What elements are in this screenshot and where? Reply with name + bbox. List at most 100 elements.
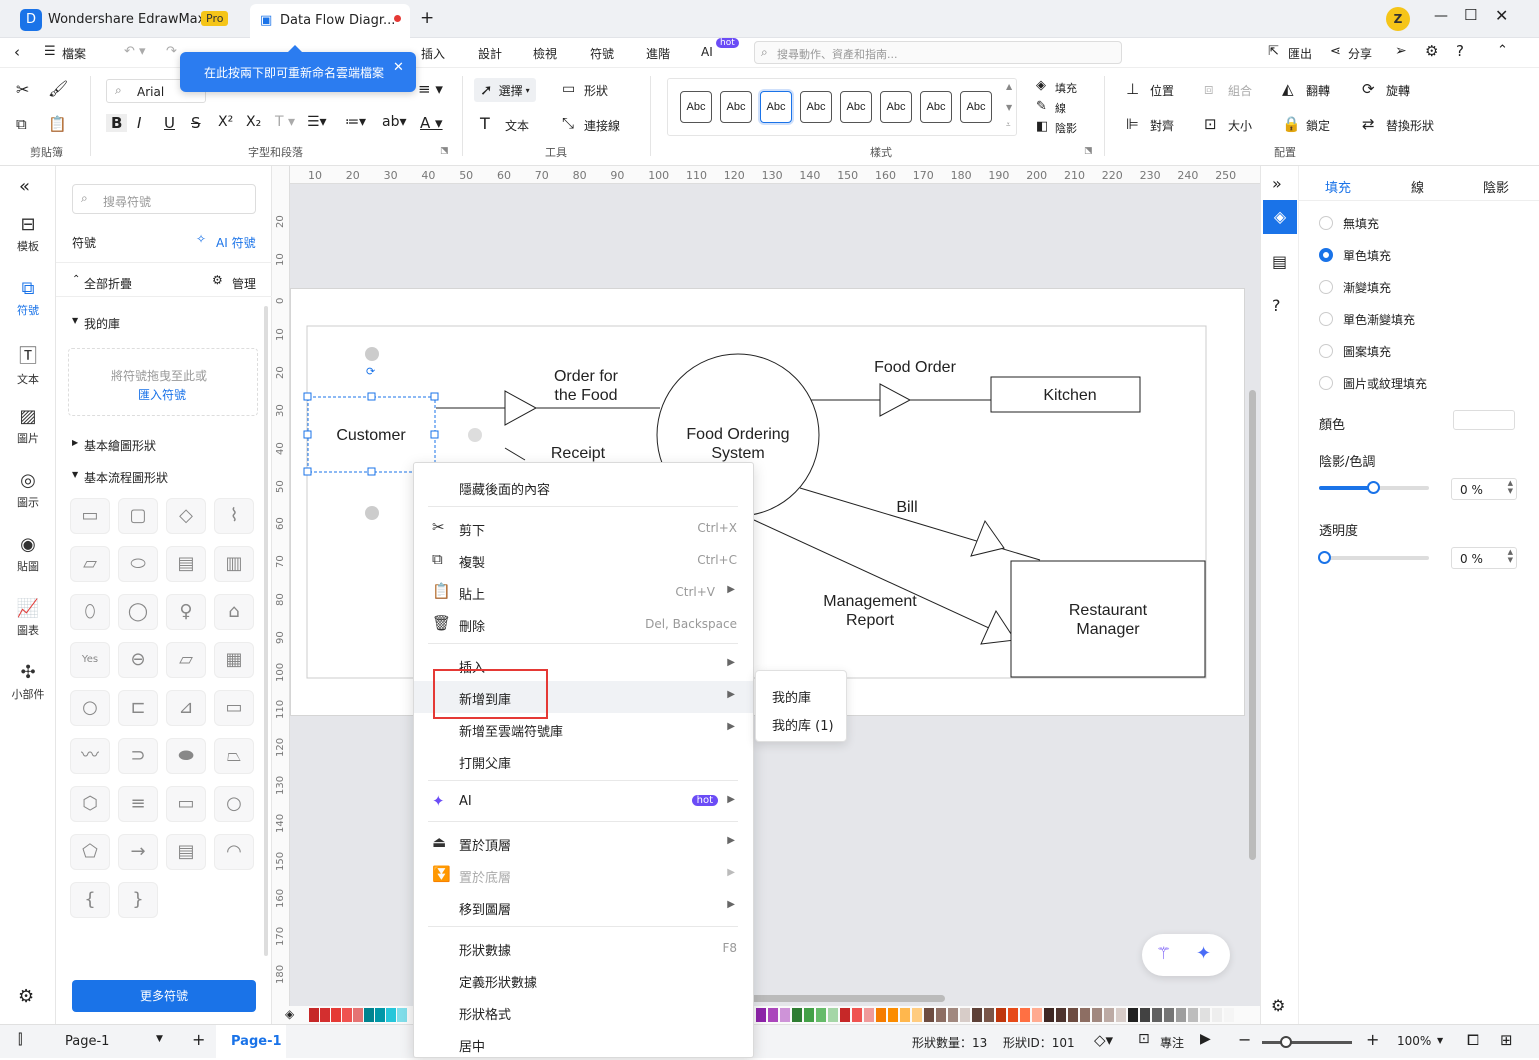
- tint-slider-thumb[interactable]: [1367, 481, 1380, 494]
- tab-line[interactable]: 線: [1411, 181, 1425, 196]
- flowchart-shape-thumbnail[interactable]: ▥: [214, 546, 254, 582]
- advanced-menu[interactable]: 進階: [646, 47, 671, 61]
- flowchart-shape-thumbnail[interactable]: ▦: [214, 642, 254, 678]
- color-swatch[interactable]: [342, 1008, 352, 1022]
- zoom-slider[interactable]: [1262, 1036, 1352, 1048]
- style-swatch[interactable]: Abc: [960, 91, 992, 123]
- kitchen-entity[interactable]: [990, 376, 1141, 413]
- undo-icon[interactable]: ↶ ▾: [124, 44, 146, 59]
- color-swatch[interactable]: [804, 1008, 814, 1022]
- caret-down-icon[interactable]: ▼: [72, 470, 79, 479]
- flowchart-shape-thumbnail[interactable]: ▭: [166, 786, 206, 822]
- shadow-icon[interactable]: ◧: [1036, 119, 1049, 134]
- fill-option-radio[interactable]: [1319, 216, 1333, 230]
- canvas-horizontal-scrollbar[interactable]: [720, 995, 945, 1002]
- flip-icon[interactable]: ◭: [1282, 80, 1294, 98]
- fill-bucket-icon[interactable]: ◈: [1036, 78, 1046, 93]
- flowchart-shape-thumbnail[interactable]: ⊿: [166, 690, 206, 726]
- manage-button[interactable]: 管理: [232, 277, 257, 291]
- color-swatch[interactable]: [924, 1008, 934, 1022]
- style-swatch[interactable]: Abc: [800, 91, 832, 123]
- close-icon[interactable]: ✕: [1495, 6, 1509, 25]
- flowchart-shape-thumbnail[interactable]: ⬬: [166, 738, 206, 774]
- library-scrollbar[interactable]: [264, 306, 268, 956]
- send-icon[interactable]: ➢: [1395, 43, 1407, 59]
- menu-item-shape-format[interactable]: 形狀格式: [414, 996, 753, 1028]
- magic-wand-icon[interactable]: ⚚: [1156, 944, 1172, 964]
- color-swatch[interactable]: [1032, 1008, 1042, 1022]
- transparency-slider-thumb[interactable]: [1318, 551, 1331, 564]
- menu-item-send-to-back[interactable]: ⏬置於底層▶: [414, 859, 753, 891]
- chevron-down-icon[interactable]: ▼: [1437, 1036, 1444, 1045]
- color-swatch[interactable]: [1212, 1008, 1222, 1022]
- color-swatch[interactable]: [397, 1008, 407, 1022]
- underline-icon[interactable]: U: [164, 114, 175, 132]
- fill-option-radio[interactable]: [1319, 312, 1333, 326]
- rotate-handle-icon[interactable]: ⟳: [366, 365, 375, 378]
- collapse-panel-icon[interactable]: «: [19, 176, 31, 197]
- book-view-icon[interactable]: ⧠: [1467, 1031, 1480, 1049]
- flowchart-shape-thumbnail[interactable]: ⬠: [70, 834, 110, 870]
- page-panel-icon[interactable]: ⫿: [18, 1032, 23, 1048]
- paste-icon[interactable]: 📋: [48, 115, 67, 133]
- submenu-item-my-library[interactable]: 我的庫: [772, 691, 812, 706]
- focus-icon[interactable]: ⊡: [1138, 1031, 1150, 1047]
- flowchart-shape-thumbnail[interactable]: ♀: [166, 594, 206, 630]
- spinner-icon[interactable]: ▲▼: [1507, 479, 1513, 495]
- spinner-icon[interactable]: ▲▼: [1507, 548, 1513, 564]
- color-swatch[interactable]: [1044, 1008, 1054, 1022]
- fill-style-icon[interactable]: ◈: [1263, 200, 1297, 234]
- color-swatch[interactable]: [1152, 1008, 1162, 1022]
- color-swatch[interactable]: [756, 1008, 766, 1022]
- color-swatch[interactable]: [864, 1008, 874, 1022]
- flowchart-shape-thumbnail[interactable]: ▭: [70, 498, 110, 534]
- shape-tool-label[interactable]: 形狀: [584, 84, 609, 98]
- caret-down-icon[interactable]: ▼: [72, 316, 79, 325]
- style-swatch[interactable]: Abc: [720, 91, 752, 123]
- menu-item-center[interactable]: 居中: [414, 1028, 753, 1060]
- color-swatch[interactable]: [948, 1008, 958, 1022]
- color-swatch[interactable]: [888, 1008, 898, 1022]
- flowchart-shape-thumbnail[interactable]: ⊖: [118, 642, 158, 678]
- expand-right-icon[interactable]: [468, 428, 482, 442]
- command-search-input[interactable]: ⌕ 搜尋動作、資產和指南...: [754, 41, 1122, 64]
- submenu-item-my-library-1[interactable]: 我的库 (1): [772, 719, 834, 734]
- color-swatch[interactable]: [840, 1008, 850, 1022]
- zoom-out-icon[interactable]: −: [1238, 1030, 1252, 1049]
- back-icon[interactable]: ‹: [14, 43, 20, 61]
- widget-nav[interactable]: ✣小部件: [0, 662, 56, 702]
- color-swatch[interactable]: [960, 1008, 970, 1022]
- color-swatch[interactable]: [1080, 1008, 1090, 1022]
- flowchart-shape-thumbnail[interactable]: ◠: [214, 834, 254, 870]
- flowchart-shape-thumbnail[interactable]: {: [70, 882, 110, 918]
- lock-button[interactable]: 鎖定: [1306, 119, 1331, 133]
- flowchart-shape-thumbnail[interactable]: ⬯: [70, 594, 110, 630]
- color-swatch[interactable]: [320, 1008, 330, 1022]
- flowchart-shape-thumbnail[interactable]: ▱: [70, 546, 110, 582]
- color-swatch[interactable]: [1164, 1008, 1174, 1022]
- color-swatch[interactable]: [1056, 1008, 1066, 1022]
- color-picker[interactable]: [1453, 410, 1515, 430]
- flowchart-shape-thumbnail[interactable]: →: [118, 834, 158, 870]
- redo-icon[interactable]: ↷: [166, 44, 177, 59]
- size-icon[interactable]: ⊡: [1204, 115, 1217, 133]
- collapse-all-button[interactable]: 全部折疊: [84, 277, 133, 291]
- menu-item-add-to-cloud[interactable]: 新增至雲端符號庫▶: [414, 713, 753, 745]
- tint-slider[interactable]: [1319, 481, 1429, 494]
- flowchart-shape-thumbnail[interactable]: ◯: [118, 594, 158, 630]
- rectangle-shape-icon[interactable]: ▭: [562, 81, 576, 97]
- flowchart-shape-thumbnail[interactable]: ◇: [166, 498, 206, 534]
- line-spacing-icon[interactable]: ☰▾: [307, 114, 327, 130]
- maximize-icon[interactable]: ☐: [1464, 6, 1478, 24]
- gallery-down-icon[interactable]: ▼: [1006, 103, 1013, 112]
- group-icon[interactable]: ⧈: [1204, 80, 1214, 98]
- color-swatch[interactable]: [1068, 1008, 1078, 1022]
- color-swatch[interactable]: [364, 1008, 374, 1022]
- page-selector[interactable]: Page-1: [65, 1034, 110, 1049]
- basic-shapes-header[interactable]: 基本繪圖形狀: [84, 439, 157, 453]
- color-swatch[interactable]: [1104, 1008, 1114, 1022]
- menu-item-insert[interactable]: 插入▶: [414, 649, 753, 681]
